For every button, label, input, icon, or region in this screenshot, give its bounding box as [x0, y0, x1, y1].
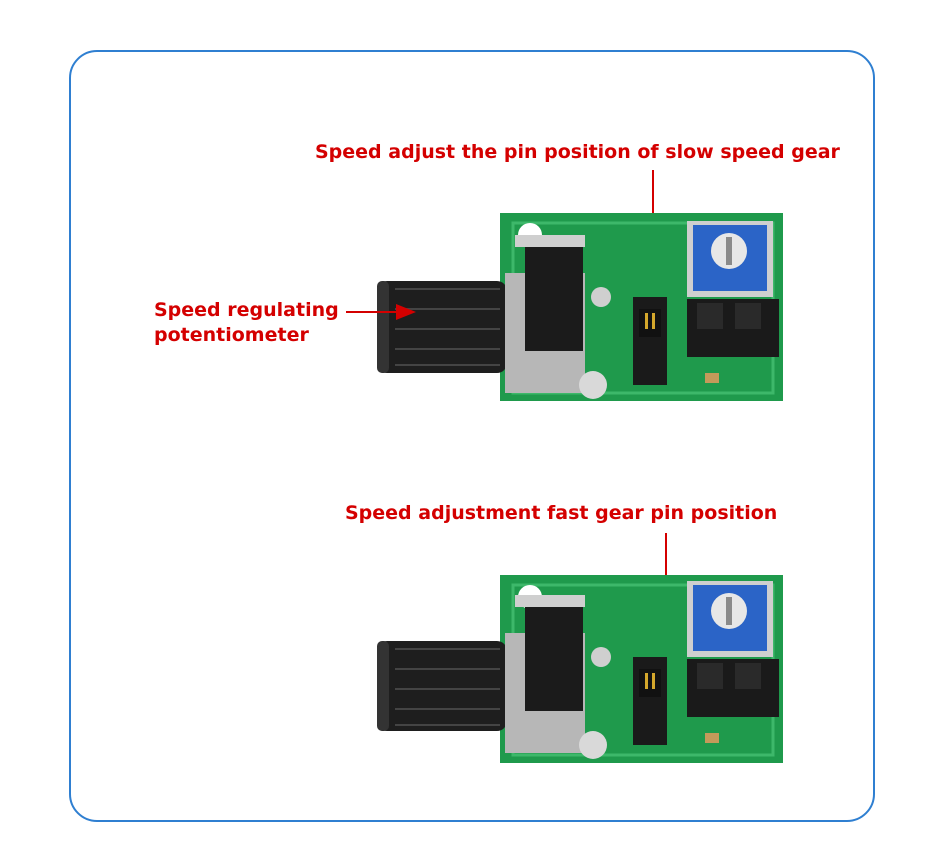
trimmer-icon	[687, 221, 773, 297]
potentiometer-arrow-icon	[346, 304, 416, 320]
fast-gear-label: Speed adjustment fast gear pin position	[345, 502, 778, 524]
trimmer-icon	[687, 581, 773, 657]
board-photo-slow	[377, 213, 783, 401]
potentiometer-knob-icon	[377, 641, 507, 731]
potentiometer-knob-icon	[377, 281, 507, 373]
jumper-pin-icon	[633, 297, 667, 385]
slow-gear-label: Speed adjust the pin position of slow sp…	[315, 141, 840, 163]
board-photo-fast	[377, 575, 783, 763]
potentiometer-label-line1: Speed regulating	[154, 299, 339, 321]
jumper-pin-icon	[633, 657, 667, 745]
potentiometer-label-line2: potentiometer	[154, 324, 309, 346]
